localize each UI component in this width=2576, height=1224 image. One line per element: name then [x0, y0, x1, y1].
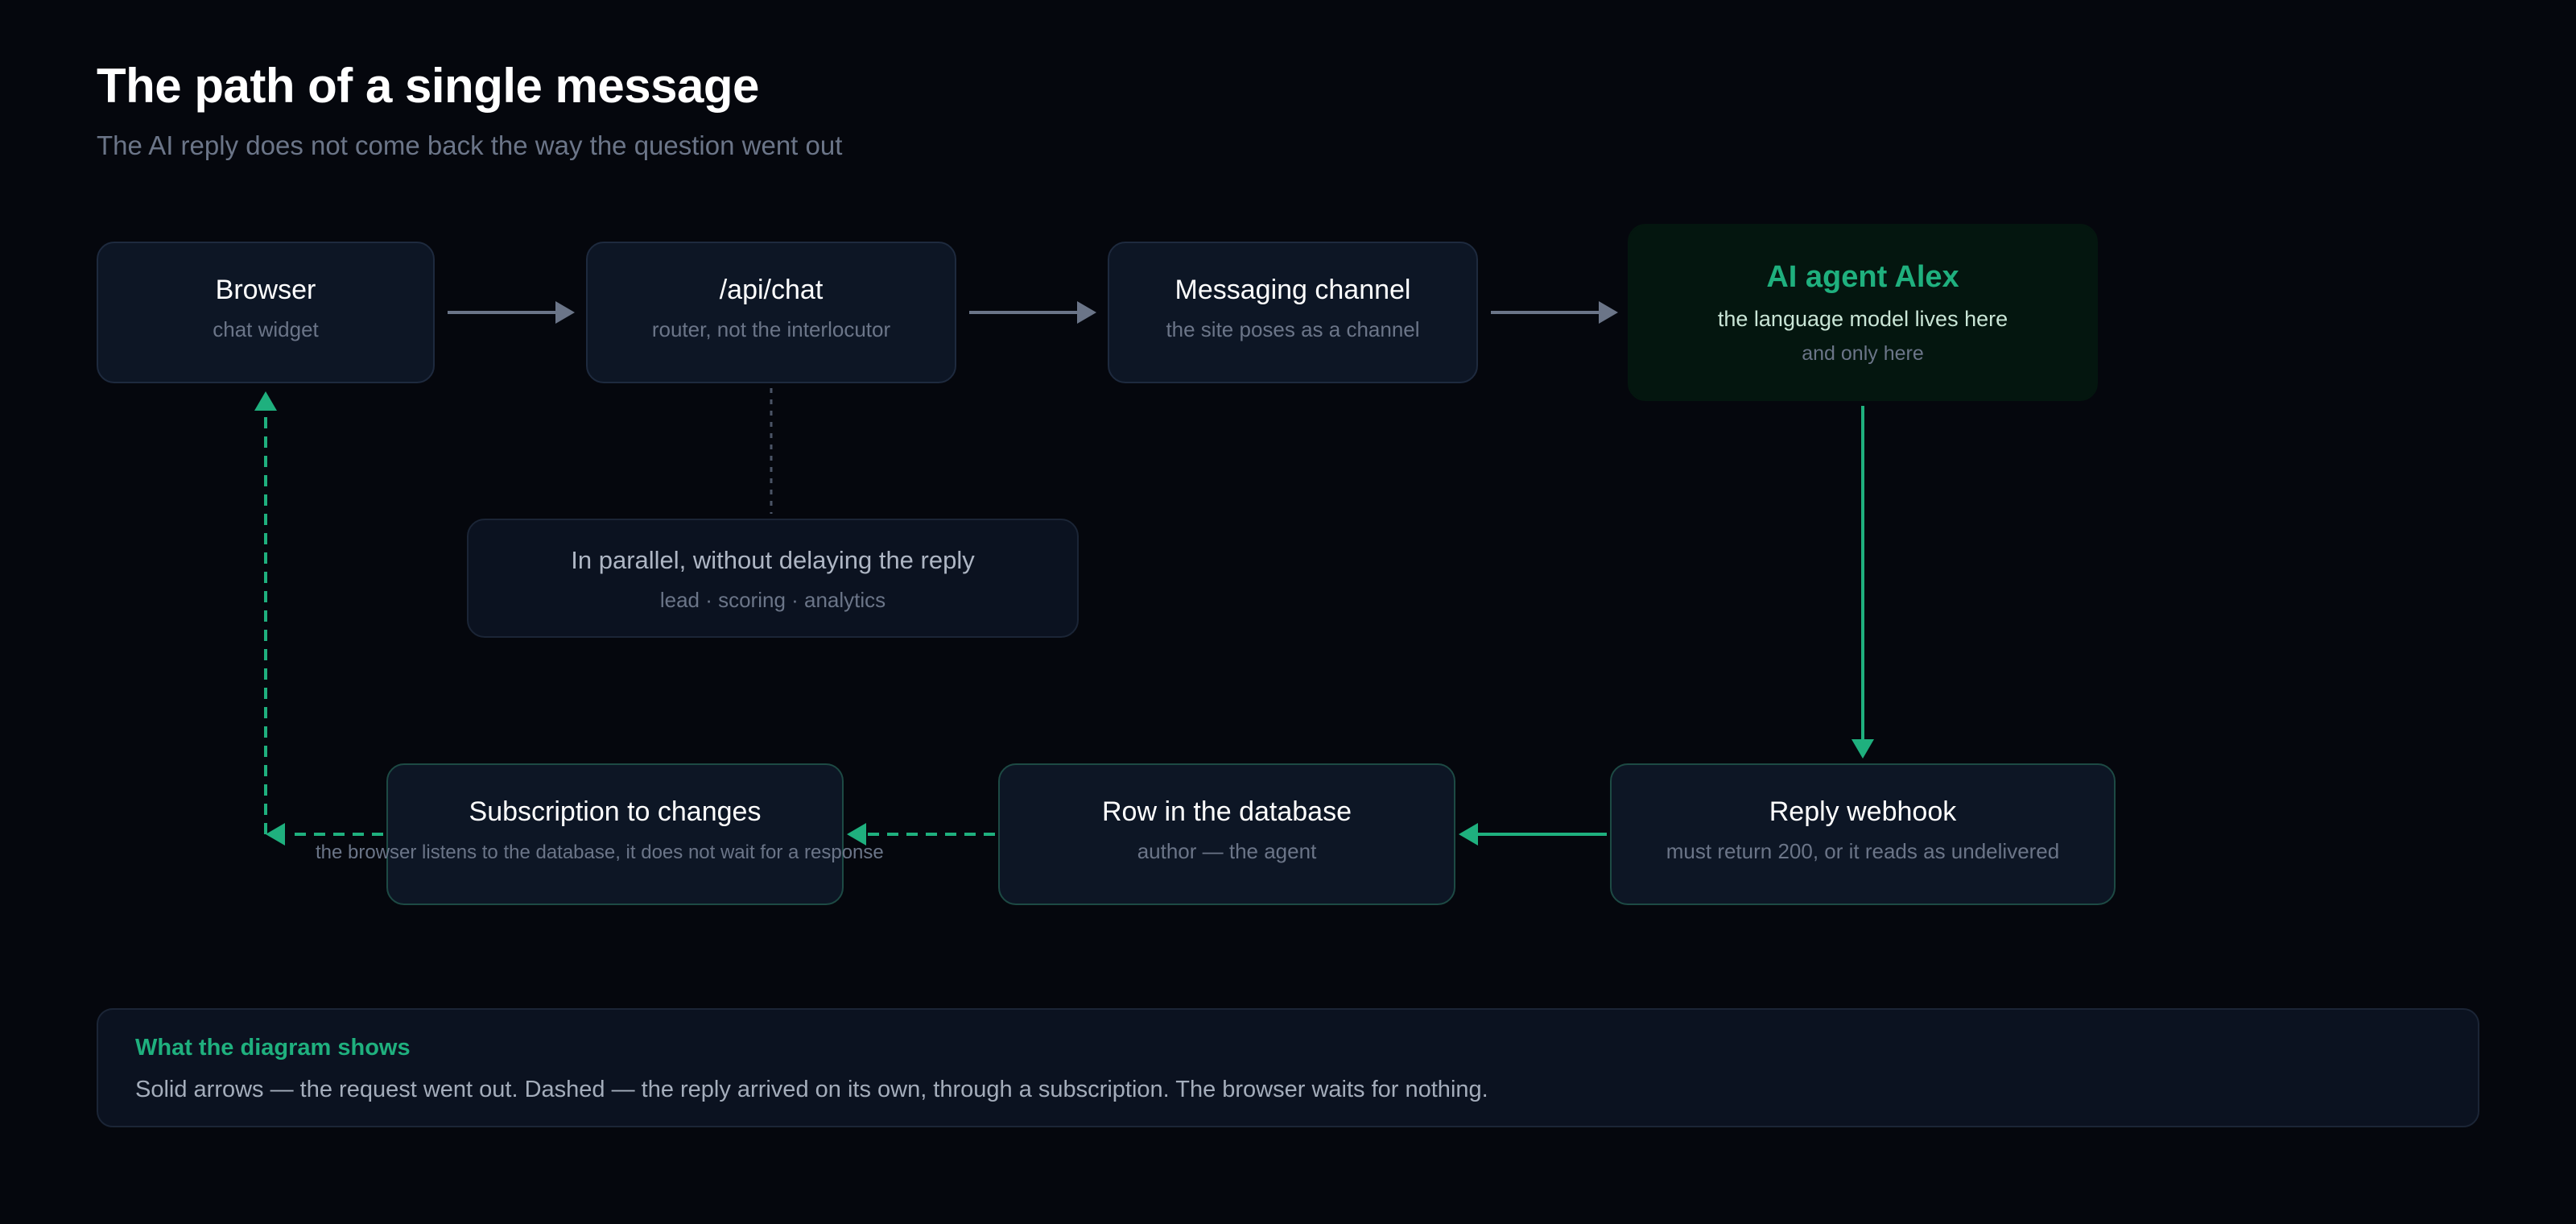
- arrow-agent-to-webhook: [1852, 406, 1874, 759]
- node-api-chat: /api/chat router, not the interlocutor: [586, 242, 956, 383]
- subscription-note: the browser listens to the database, it …: [316, 842, 884, 863]
- node-db-label: Row in the database: [1102, 796, 1352, 827]
- arrow-api-to-channel: [969, 301, 1096, 324]
- node-api-chat-label: /api/chat: [719, 275, 824, 305]
- node-subscription-label: Subscription to changes: [469, 796, 762, 827]
- node-agent-desc-secondary: and only here: [1802, 342, 1924, 365]
- node-subscription: Subscription to changes: [386, 763, 844, 905]
- page-subtitle: The AI reply does not come back the way …: [97, 130, 843, 160]
- node-db-desc: author — the agent: [1137, 839, 1317, 863]
- arrow-db-to-subscription: [847, 823, 995, 846]
- node-agent-label: AI agent Alex: [1766, 260, 1959, 294]
- node-parallel-tasks: In parallel, without delaying the reply …: [467, 519, 1079, 638]
- node-parallel-desc: lead · scoring · analytics: [659, 588, 886, 612]
- arrow-browser-to-api: [448, 301, 575, 324]
- node-webhook-label: Reply webhook: [1769, 796, 1957, 827]
- node-reply-webhook: Reply webhook must return 200, or it rea…: [1610, 763, 2116, 905]
- node-channel-desc: the site poses as a channel: [1166, 317, 1420, 341]
- page-title: The path of a single message: [97, 59, 759, 113]
- node-browser-label: Browser: [215, 275, 316, 305]
- node-browser-desc: chat widget: [213, 317, 319, 341]
- node-webhook-desc: must return 200, or it reads as undelive…: [1666, 839, 2060, 863]
- node-ai-agent: AI agent Alex the language model lives h…: [1628, 224, 2098, 401]
- arrow-webhook-to-db: [1459, 823, 1607, 846]
- summary-title: What the diagram shows: [135, 1035, 411, 1061]
- node-parallel-label: In parallel, without delaying the reply: [571, 546, 975, 574]
- summary-panel: What the diagram shows Solid arrows — th…: [97, 1008, 2479, 1127]
- summary-text: Solid arrows — the request went out. Das…: [135, 1077, 1488, 1102]
- node-messaging-channel: Messaging channel the site poses as a ch…: [1108, 242, 1478, 383]
- arrow-subscription-to-browser: [254, 391, 383, 846]
- node-api-chat-desc: router, not the interlocutor: [651, 317, 891, 341]
- node-database-row: Row in the database author — the agent: [998, 763, 1455, 905]
- node-channel-label: Messaging channel: [1174, 275, 1411, 305]
- arrow-channel-to-agent: [1491, 301, 1618, 324]
- node-browser: Browser chat widget: [97, 242, 435, 383]
- node-agent-desc: the language model lives here: [1717, 307, 2008, 331]
